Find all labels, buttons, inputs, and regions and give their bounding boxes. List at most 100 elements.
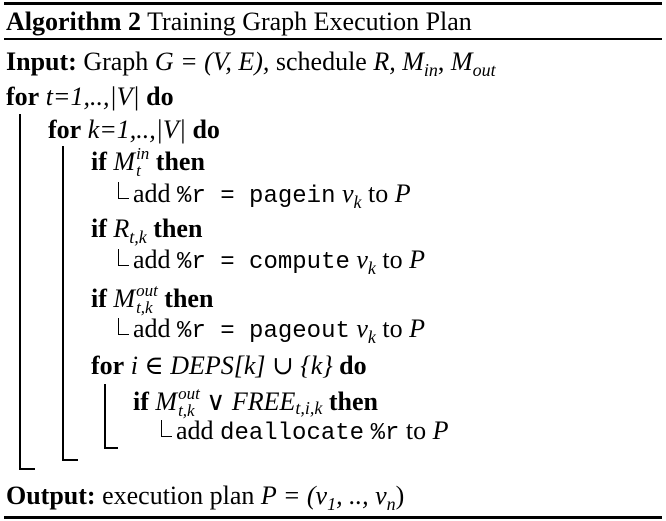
if-free-then: then (328, 387, 378, 416)
pageout-to: to (382, 314, 403, 343)
for-i-bracket: [k] ∪ {k} (233, 351, 333, 380)
compute-to: to (382, 245, 403, 274)
output-line: Output: execution plan P = (v1, .., vn) (6, 481, 405, 515)
for-t-range: t=1,..,|V| (45, 82, 140, 111)
for-i-line: for i ∈ DEPS[k] ∪ {k} do (91, 353, 367, 379)
if-pagein-sub: t (136, 161, 141, 180)
compute-action-line: add %r = compute vk to P (133, 245, 426, 279)
if-pageout-sub: t,k (136, 298, 153, 317)
compute-v: v (356, 245, 368, 274)
if-pageout-sup: out (136, 281, 158, 300)
pagein-action-line: add %r = pagein vk to P (133, 179, 411, 213)
for-k-block-bar (62, 146, 64, 460)
for-k-keyword: for (48, 115, 82, 144)
if-free-var: M (155, 387, 178, 416)
for-i-var: i ∈ (130, 351, 164, 380)
if-pagein-var: M (113, 147, 136, 176)
pagein-v: v (341, 179, 354, 208)
for-t-do: do (146, 82, 174, 111)
output-sub-1: 1 (327, 494, 337, 515)
pageout-v: v (356, 314, 368, 343)
for-t-block-foot (19, 468, 35, 470)
for-t-line: for t=1,..,|V| do (6, 84, 174, 110)
for-k-block-foot (62, 459, 78, 461)
if-free-free-sub: t,i,k (295, 398, 323, 419)
compute-v-sub: k (367, 258, 376, 279)
input-keyword: Input: (6, 47, 77, 76)
if-free-free: FREE (231, 387, 296, 416)
if-compute-then: then (153, 214, 203, 243)
if-compute-sub: t,k (129, 227, 147, 248)
pagein-hook (118, 182, 129, 199)
pageout-code: %r = pageout (177, 318, 350, 345)
for-i-block-bar (104, 384, 106, 448)
compute-add: add (133, 245, 171, 274)
free-add: add (176, 416, 214, 445)
pagein-code: %r = pagein (177, 183, 336, 210)
for-k-line: for k=1,..,|V| do (48, 117, 220, 143)
compute-plan: P (409, 245, 426, 274)
if-free-sup: out (178, 384, 200, 403)
for-k-do: do (192, 115, 220, 144)
output-mid: , .., v (336, 481, 387, 510)
if-compute-var: R (113, 214, 130, 243)
input-graph-math: G = (V, E), (154, 47, 270, 76)
for-i-keyword: for (91, 351, 125, 380)
bottom-rule (4, 516, 662, 519)
if-compute-keyword: if (91, 214, 107, 243)
pagein-v-sub: k (353, 192, 362, 213)
if-pageout-var: M (113, 284, 136, 313)
output-close: ) (395, 481, 405, 510)
input-sub-out: out (472, 60, 496, 81)
free-plan: P (432, 416, 449, 445)
if-pagein-sup: in (136, 144, 150, 163)
for-i-deps: DEPS (170, 351, 234, 380)
for-t-block-bar (19, 114, 21, 469)
pagein-add: add (133, 179, 171, 208)
output-text: execution plan (102, 481, 255, 510)
free-action-line: add deallocate %r to P (176, 418, 449, 446)
input-graph-text: Graph (83, 47, 149, 76)
free-hook (161, 420, 172, 437)
input-math-m: M (450, 47, 473, 76)
if-compute-line: if Rt,k then (91, 214, 203, 248)
if-free-keyword: if (133, 387, 149, 416)
if-free-sub: t,k (178, 401, 195, 420)
input-schedule-text: schedule (275, 47, 367, 76)
top-rule (4, 2, 662, 5)
free-code-r: %r (370, 420, 400, 447)
if-pagein-keyword: if (91, 147, 107, 176)
input-line: Input: Graph G = (V, E), schedule R, Min… (6, 47, 496, 81)
for-i-do: do (339, 351, 367, 380)
if-pageout-then: then (164, 284, 214, 313)
compute-hook (118, 249, 129, 266)
if-free-or: ∨ (206, 387, 226, 416)
compute-code: %r = compute (177, 249, 350, 276)
free-code-deallocate: deallocate (220, 420, 365, 447)
algorithm-header: Algorithm 2 Training Graph Execution Pla… (6, 9, 472, 35)
input-sub-in: in (423, 60, 438, 81)
pageout-action-line: add %r = pageout vk to P (133, 314, 425, 348)
for-i-block-foot (104, 447, 118, 449)
algorithm-label: Algorithm 2 (6, 7, 142, 36)
pageout-v-sub: k (367, 327, 376, 348)
output-keyword: Output: (6, 481, 96, 510)
pagein-to: to (368, 179, 389, 208)
pageout-hook (118, 318, 129, 335)
for-k-range: k=1,..,|V| (87, 115, 186, 144)
pageout-add: add (133, 314, 171, 343)
input-schedule-math: R, M (373, 47, 424, 76)
header-rule (4, 38, 662, 40)
if-pagein-then: then (155, 147, 205, 176)
for-t-keyword: for (6, 82, 40, 111)
output-sub-n: n (386, 494, 396, 515)
input-comma: , (437, 47, 445, 76)
algorithm-title: Training Graph Execution Plan (147, 7, 472, 36)
